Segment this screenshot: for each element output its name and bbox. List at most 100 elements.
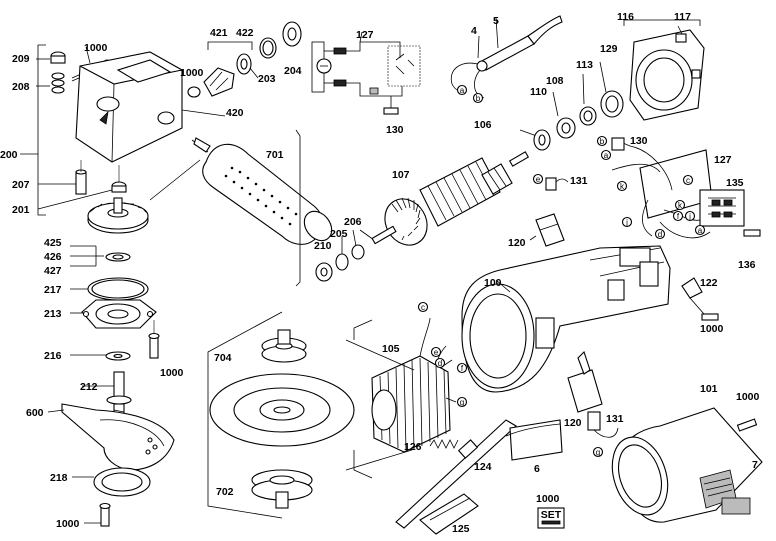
electronics-module [611,137,761,239]
group-gear-housing [20,44,226,527]
label-131-b: 131 [606,413,624,425]
label-209: 209 [12,53,30,65]
label-106: 106 [474,119,492,131]
label-216: 216 [44,350,62,362]
rear-flange [623,19,705,121]
marker-j2: j [688,212,691,221]
label-126: 126 [404,441,422,453]
label-425: 425 [44,237,62,249]
label-113: 113 [576,59,593,71]
grinding-disc-group [207,311,355,519]
power-cord [450,15,563,99]
marker-d2: d [438,359,442,368]
marker-j: j [625,218,628,227]
motor-cover [611,407,763,523]
label-100: 100 [484,277,502,289]
handle-grip-dots [224,166,298,226]
label-213: 213 [44,308,62,320]
label-422: 422 [236,27,254,39]
marker-f: f [677,212,680,221]
marker-d: d [658,230,662,239]
bevel-gear-icon [87,197,149,234]
label-204: 204 [284,65,302,77]
label-427: 427 [44,265,62,277]
marker-b2: b [600,137,605,146]
label-205: 205 [330,228,348,240]
label-218: 218 [50,472,68,484]
label-105: 105 [382,343,400,355]
marker-a3: a [698,226,703,235]
label-130-b: 130 [630,135,648,147]
label-5: 5 [493,15,499,27]
label-135: 135 [726,177,744,189]
marker-k2: k [678,201,683,210]
label-6: 6 [534,463,540,475]
set-box: SET [537,507,565,529]
group-pinion [187,21,302,98]
side-handle [191,137,333,245]
label-200: 200 [0,149,18,161]
marker-g: g [460,398,464,407]
marker-g2: g [596,448,600,457]
label-120-b: 120 [564,417,582,429]
label-127-a: 127 [356,29,374,41]
label-1000-b: 1000 [180,67,204,79]
label-108: 108 [546,75,564,87]
label-217: 217 [44,284,62,296]
label-7: 7 [752,459,758,471]
label-201: 201 [12,204,30,216]
label-1000-f: 1000 [536,493,560,505]
label-1000-d: 1000 [56,518,80,530]
armature [359,129,549,246]
label-116: 116 [617,11,634,23]
marker-c2: c [421,303,425,312]
marker-a2: a [604,151,609,160]
field-coil [353,317,457,479]
label-210: 210 [314,240,332,252]
label-130-a: 130 [386,124,404,136]
label-421: 421 [210,27,228,39]
label-702: 702 [216,486,234,498]
label-208: 208 [12,81,30,93]
motor-housing [461,245,671,393]
label-131-a: 131 [570,175,588,187]
label-1000-a: 1000 [84,42,108,54]
label-117: 117 [674,11,691,23]
label-124: 124 [474,461,492,473]
marker-a: a [460,86,465,95]
label-420: 420 [226,107,244,119]
label-101: 101 [700,383,718,395]
label-120-a: 120 [508,237,526,249]
label-136: 136 [738,259,756,271]
part-labels: 209 1000 208 200 207 201 421 422 1000 42… [0,11,760,535]
marker-k: k [620,182,625,191]
label-4: 4 [471,25,477,37]
label-110: 110 [530,86,547,98]
label-125: 125 [452,523,470,535]
label-1000-c: 1000 [160,367,184,379]
label-701: 701 [266,149,284,161]
label-203: 203 [258,73,276,85]
marker-e2: e [434,348,439,357]
marker-b: b [476,94,481,103]
label-107: 107 [392,169,410,181]
set-box-title: SET [541,509,562,521]
label-426: 426 [44,251,62,263]
label-1000-g: 1000 [736,391,760,403]
gear-housing [75,51,183,163]
label-129: 129 [600,43,618,55]
label-122: 122 [700,277,718,289]
label-127-b: 127 [714,154,732,166]
marker-e: e [536,175,541,184]
label-212: 212 [80,381,98,393]
marker-f2: f [461,364,464,373]
wire-markers: a b b a e k j c k f j d a c e d f g g [417,84,706,458]
label-600: 600 [26,407,44,419]
label-1000-e: 1000 [700,323,724,335]
wiring-schematic [311,31,421,115]
label-206: 206 [344,216,362,228]
label-704: 704 [214,352,232,364]
label-207: 207 [12,179,30,191]
wheel-guard [61,403,175,471]
